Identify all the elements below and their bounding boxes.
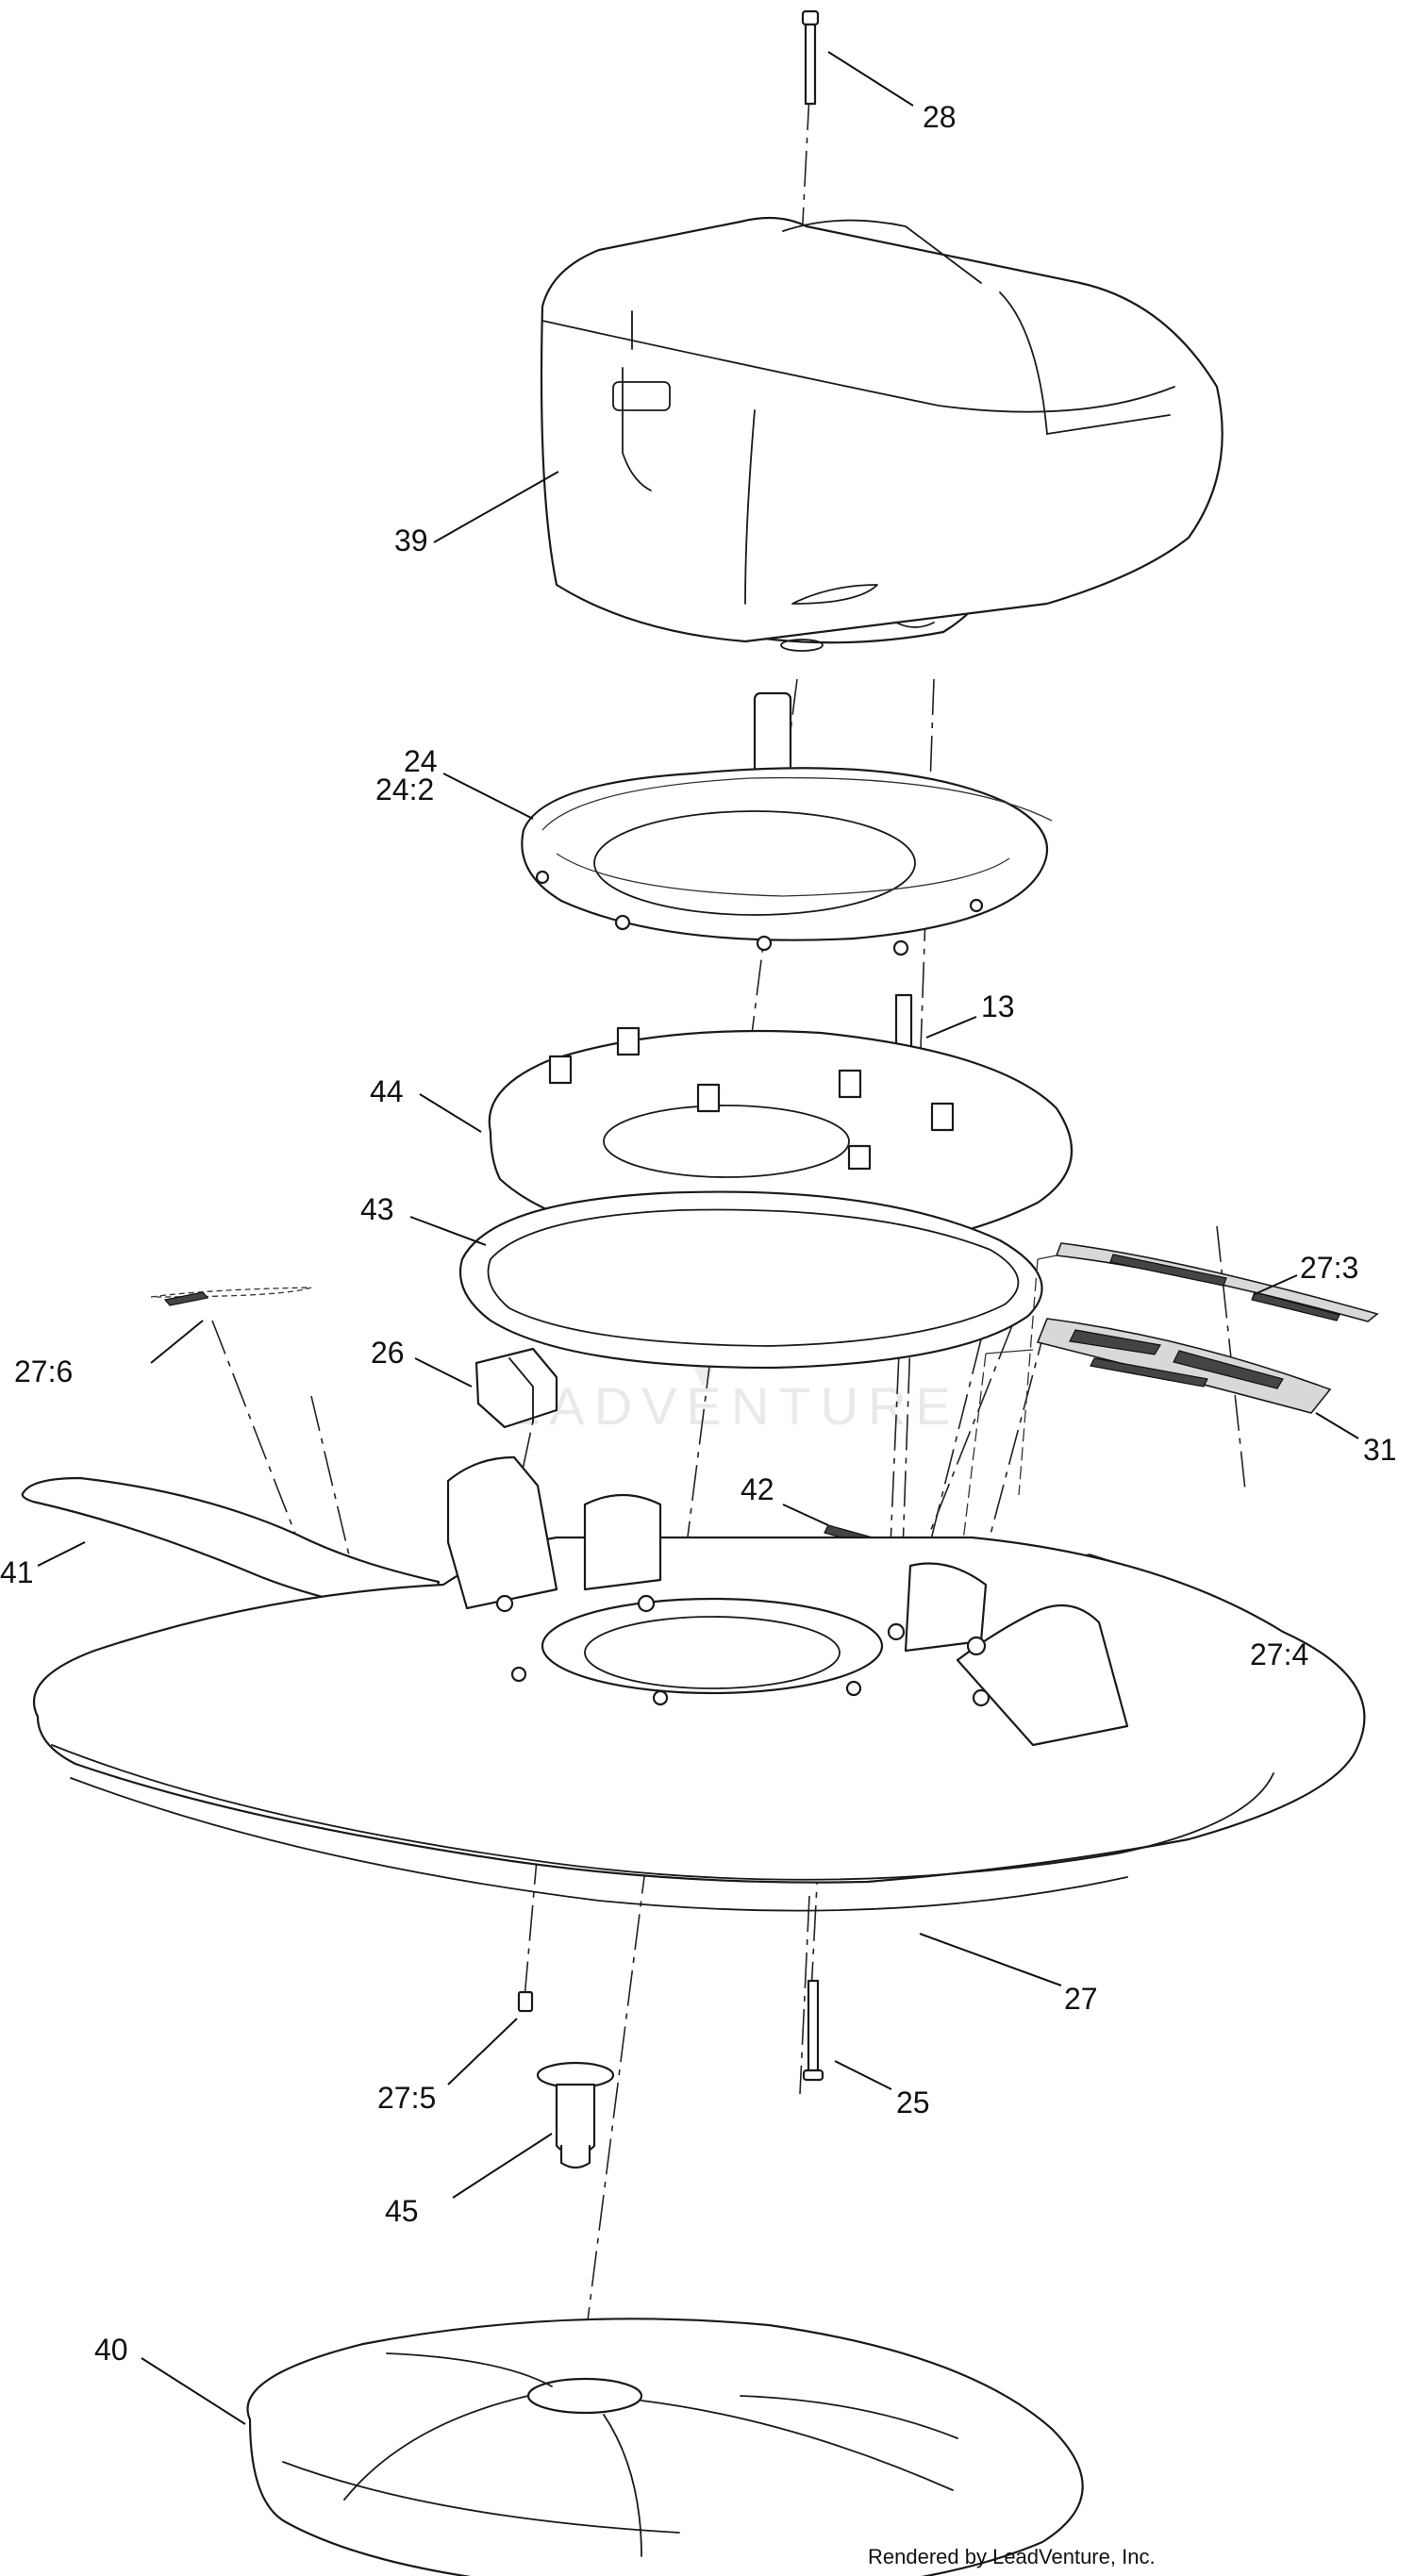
- callout-26: 26: [371, 1336, 405, 1370]
- callout-13: 13: [981, 989, 1015, 1023]
- part-27-6-decal: [150, 1287, 312, 1364]
- part-27-5-pin: [447, 1990, 534, 2086]
- callout-27-5: 27:5: [377, 2081, 436, 2115]
- callout-24-2: 24:2: [375, 773, 434, 806]
- part-28-bolt: [801, 9, 914, 107]
- callout-42: 42: [741, 1472, 774, 1506]
- callout-39: 39: [394, 524, 428, 557]
- callout-28: 28: [923, 100, 957, 134]
- part-27-3-decal: [1018, 1242, 1379, 1496]
- callout-labels: 28 39 24 24:2 13 44 43 27:3 27:6 26 31 4…: [0, 100, 1397, 2367]
- callout-24: 24: [404, 744, 438, 778]
- callout-31: 31: [1363, 1433, 1397, 1467]
- callout-25: 25: [896, 2086, 930, 2119]
- callout-45: 45: [385, 2194, 419, 2228]
- part-24-ring-plate: [442, 767, 1053, 956]
- callout-27-6: 27:6: [14, 1354, 73, 1388]
- part-43-gasket: [409, 1190, 1043, 1370]
- callout-43: 43: [360, 1192, 394, 1226]
- callout-44: 44: [370, 1074, 404, 1108]
- callout-27-4: 27:4: [1250, 1637, 1308, 1671]
- part-39-shaft: [753, 691, 792, 780]
- part-25-bolt: [802, 1979, 892, 2090]
- part-27-deck: [32, 1455, 1366, 1986]
- callout-27: 27: [1064, 1982, 1098, 2016]
- callout-40: 40: [94, 2333, 128, 2367]
- part-40-fan-blade: [141, 2318, 1084, 2576]
- callout-41: 41: [0, 1555, 34, 1589]
- callout-27-3: 27:3: [1300, 1251, 1358, 1285]
- part-39-engine-cover: [433, 216, 1224, 652]
- part-45-bushing: [452, 2061, 615, 2199]
- part-26-bracket: [414, 1347, 558, 1429]
- watermark-text: EADVENTURE: [505, 1376, 960, 1436]
- render-credit: Rendered by LeadVenture, Inc.: [868, 2545, 1156, 2568]
